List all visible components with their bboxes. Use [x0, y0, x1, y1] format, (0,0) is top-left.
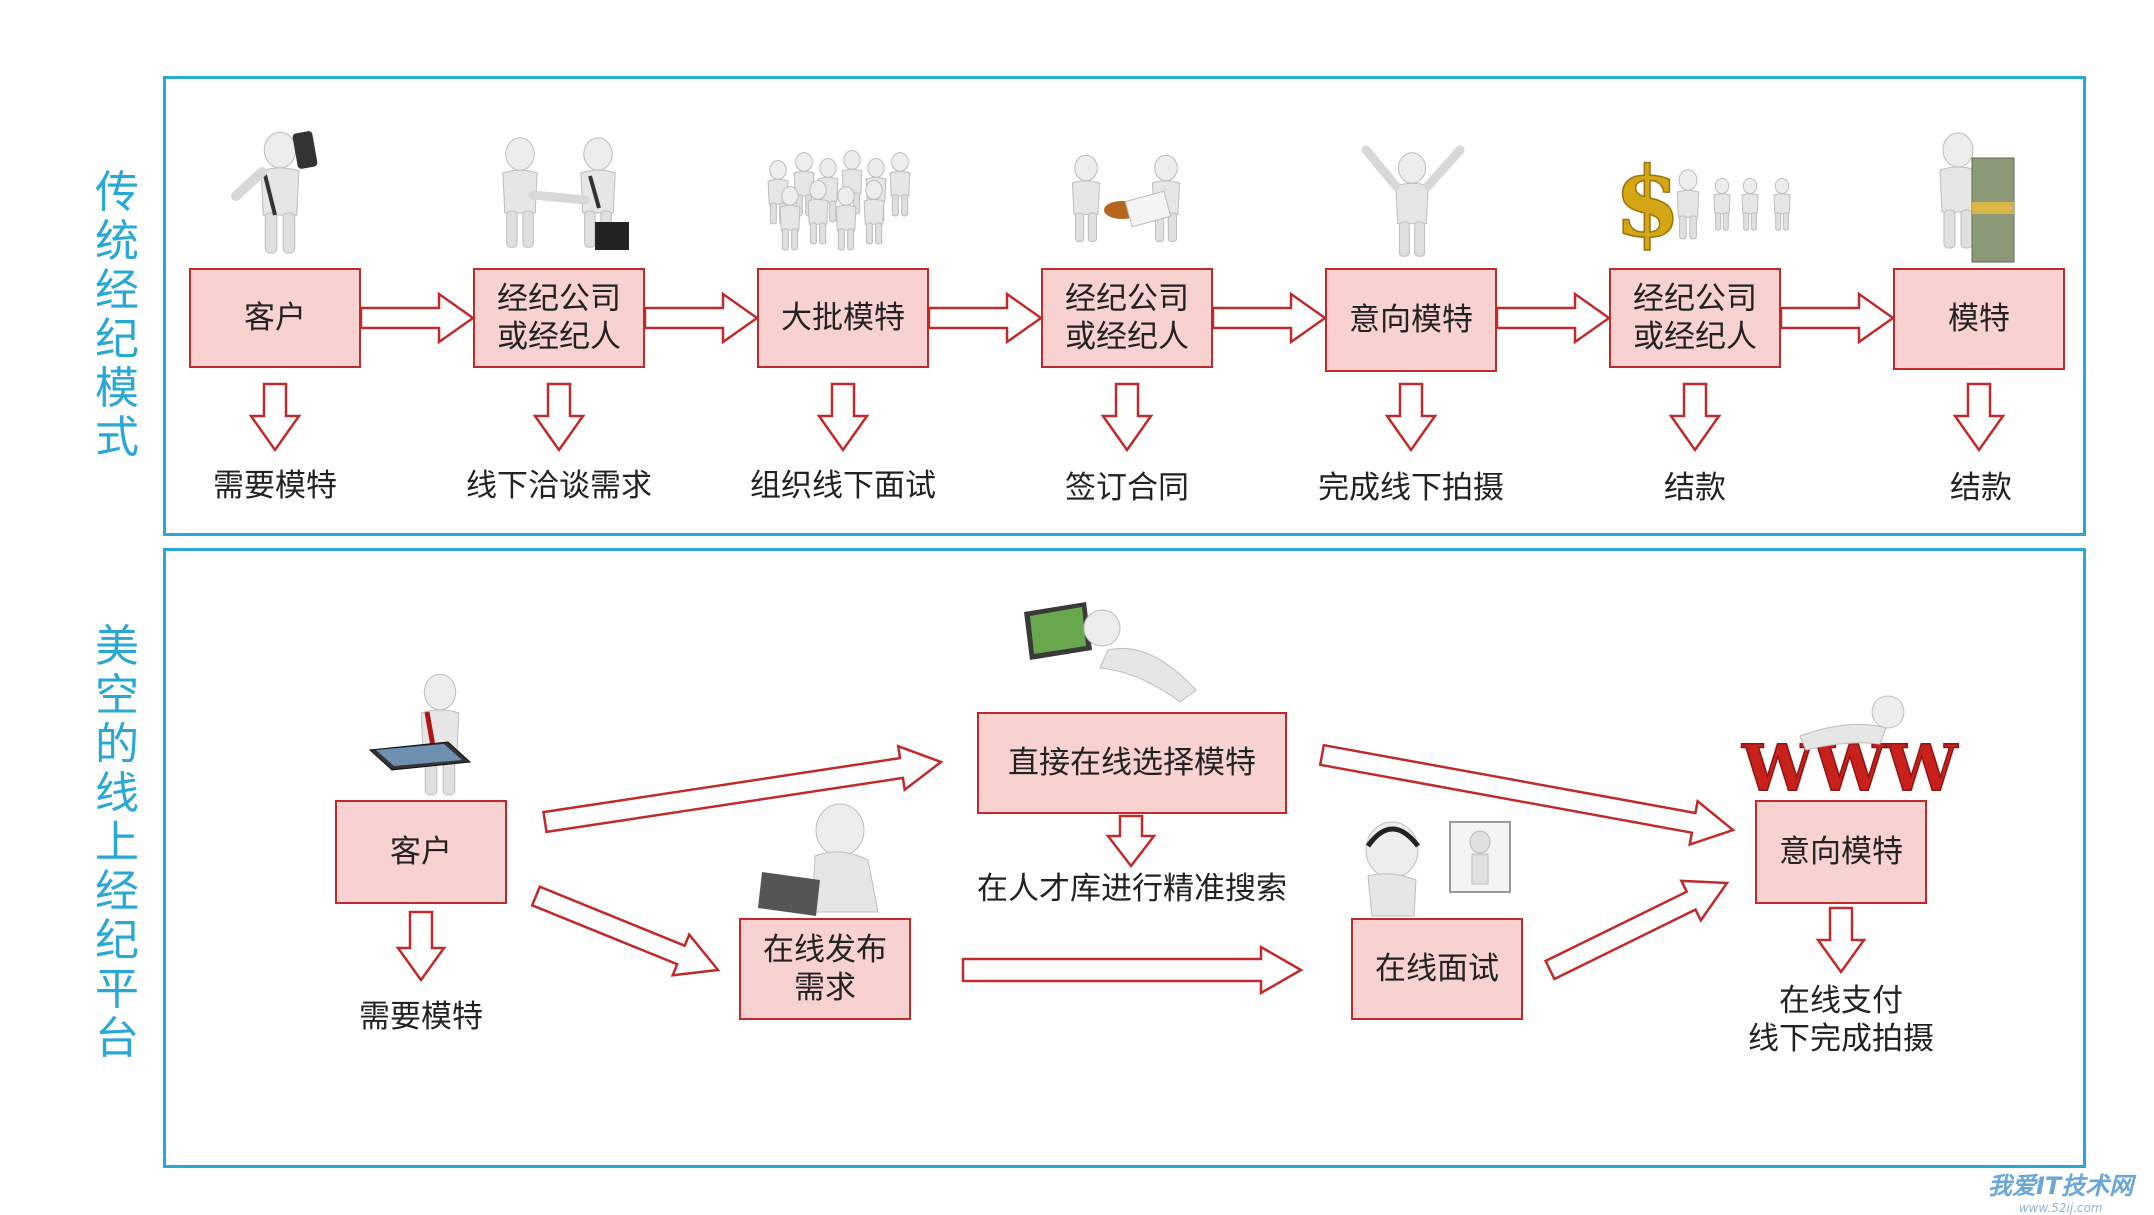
- online-arrow-publish-to-interview: [961, 944, 1304, 996]
- online-box-client: 客户: [335, 800, 507, 904]
- trad-box-agency-1: 经纪公司或经纪人: [473, 268, 645, 368]
- trad-down-arrow-2: [532, 382, 586, 453]
- trad-right-arrow-4: [1211, 291, 1328, 345]
- svg-text:$: $: [1614, 146, 1681, 259]
- crowd-icon: [767, 150, 911, 251]
- online-caption-search: 在人才库进行精准搜索: [977, 871, 1287, 907]
- traditional-panel: [163, 76, 2086, 536]
- trad-box-model: 模特: [1893, 268, 2065, 370]
- online-arrow-client-to-direct: [542, 744, 944, 834]
- online-down-arrow-direct: [1105, 814, 1157, 869]
- trad-caption-2: 线下洽谈需求: [466, 468, 652, 504]
- trad-down-arrow-6: [1668, 382, 1722, 453]
- online-down-arrow-client: [395, 910, 447, 983]
- trad-right-arrow-2: [643, 291, 760, 345]
- online-caption-target: 在线支付线下完成拍摄: [1748, 983, 1934, 1057]
- phone-man-icon: [231, 131, 318, 254]
- money-people-icon: $: [1613, 145, 1791, 260]
- trad-down-arrow-1: [248, 382, 302, 453]
- trad-caption-3: 组织线下面试: [750, 468, 936, 504]
- traditional-title: 传统经纪模式: [95, 167, 139, 463]
- watermark-sub: www.52ij.com: [2018, 1201, 2103, 1215]
- trad-down-arrow-3: [816, 382, 870, 453]
- trad-caption-7: 结款: [1950, 470, 2012, 506]
- trad-down-arrow-4: [1100, 382, 1154, 453]
- online-box-direct-select: 直接在线选择模特: [977, 712, 1287, 814]
- trad-down-arrow-5: [1384, 382, 1438, 453]
- trad-caption-6: 结款: [1664, 470, 1726, 506]
- cash-stack-man-icon: [1939, 132, 2015, 263]
- trad-right-arrow-3: [927, 291, 1044, 345]
- online-box-interview: 在线面试: [1351, 918, 1523, 1020]
- trad-box-target-model: 意向模特: [1325, 268, 1497, 372]
- online-title: 美空的线上经纪平台: [95, 621, 139, 1064]
- online-box-target-model: 意向模特: [1755, 800, 1927, 904]
- trad-right-arrow-5: [1495, 291, 1612, 345]
- online-caption-client: 需要模特: [359, 999, 483, 1035]
- online-box-publish: 在线发布需求: [739, 918, 911, 1020]
- trad-box-agency-2: 经纪公司或经纪人: [1041, 268, 1213, 368]
- trad-caption-5: 完成线下拍摄: [1318, 470, 1504, 506]
- online-arrow-interview-to-target: [1543, 879, 1730, 981]
- www-man-icon: WWW: [1740, 695, 1960, 807]
- stamp-sign-icon: [1071, 154, 1181, 242]
- laptop-lying-man-icon: [1024, 602, 1197, 703]
- online-arrow-client-to-publish: [530, 885, 721, 977]
- online-down-arrow-target: [1815, 906, 1867, 975]
- trad-box-models: 大批模特: [757, 268, 929, 368]
- trad-box-client: 客户: [189, 268, 361, 368]
- trad-caption-4: 签订合同: [1065, 470, 1189, 506]
- trad-down-arrow-7: [1952, 382, 2006, 453]
- watermark: 我爱IT技术网 www.52ij.com: [1988, 1166, 2133, 1215]
- online-arrow-direct-to-target: [1318, 743, 1736, 847]
- laptop-sitting-man-icon: [758, 803, 879, 916]
- watermark-main: 我爱IT技术网: [1988, 1172, 2134, 1200]
- trad-caption-1: 需要模特: [213, 468, 337, 504]
- online-panel: [163, 548, 2086, 1168]
- trad-right-arrow-1: [359, 291, 476, 345]
- video-interview-icon: [1365, 821, 1511, 917]
- tablet-man-icon: [368, 673, 472, 796]
- handshake-icon: [502, 137, 629, 250]
- trad-box-agency-3: 经纪公司或经纪人: [1609, 268, 1781, 368]
- cheering-man-icon: [1361, 145, 1465, 257]
- trad-right-arrow-6: [1779, 291, 1896, 345]
